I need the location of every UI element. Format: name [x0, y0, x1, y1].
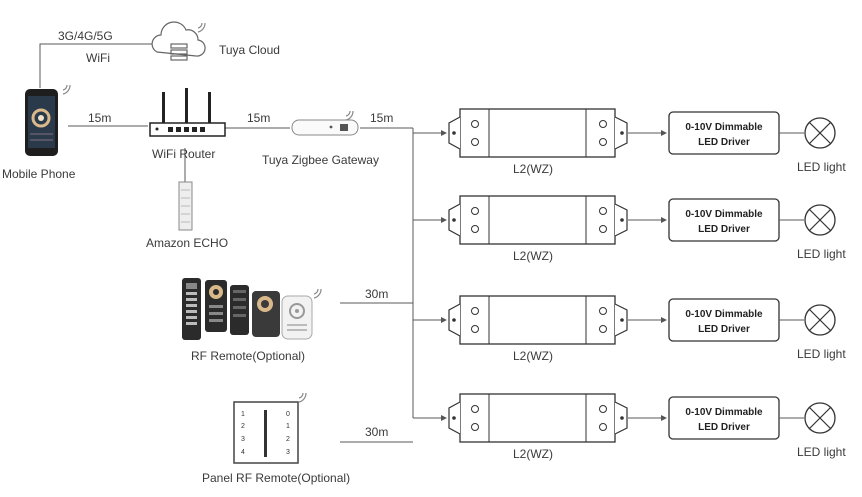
distance-panel-remote: 30m [365, 425, 388, 439]
panel-remote-label: Panel RF Remote(Optional) [202, 471, 350, 485]
router-label: WiFi Router [152, 147, 215, 161]
smartphone-icon [25, 84, 71, 156]
wifi-router: WiFi Router [149, 88, 226, 161]
echo-label: Amazon ECHO [146, 236, 228, 250]
controller-label: L2(WZ) [513, 447, 553, 461]
zigbee-gateway: Tuya Zigbee Gateway [262, 110, 379, 167]
cloud-icon [151, 21, 206, 61]
wall-panel-icon: 1 2 3 4 0 1 2 3 [233, 392, 307, 464]
gateway-icon [291, 110, 359, 136]
driver-label-line2: LED Driver [698, 324, 750, 335]
led-light-label: LED light [797, 160, 846, 174]
panel-key-r2: 1 [286, 423, 290, 430]
controller-icon [448, 295, 628, 345]
lamp-icon [804, 117, 836, 149]
driver-label-line2: LED Driver [698, 137, 750, 148]
led-light-label: LED light [797, 247, 846, 261]
controller-icon [448, 195, 628, 245]
driver-label-line1: 0-10V Dimmable [685, 122, 763, 133]
lamp-icon [804, 304, 836, 336]
driver-label-line2: LED Driver [698, 422, 750, 433]
controller-label: L2(WZ) [513, 249, 553, 263]
panel-key-l1: 1 [241, 411, 245, 418]
lamp-icon [804, 402, 836, 434]
controller-icon [448, 393, 628, 443]
cloud-label: Tuya Cloud [219, 43, 280, 57]
phone-label: Mobile Phone [2, 167, 76, 181]
panel-key-l2: 2 [241, 423, 245, 430]
controller-label: L2(WZ) [513, 349, 553, 363]
rf-remote-group: RF Remote(Optional) [182, 278, 322, 363]
rf-remote-label: RF Remote(Optional) [191, 349, 305, 363]
distance-router-gateway: 15m [247, 111, 270, 125]
network-label-bottom: WiFi [86, 51, 110, 65]
panel-key-l3: 3 [241, 436, 245, 443]
driver-label-line1: 0-10V Dimmable [685, 309, 763, 320]
distance-rf-remote: 30m [365, 287, 388, 301]
panel-key-r1: 0 [286, 411, 290, 418]
panel-key-r4: 3 [286, 449, 290, 456]
panel-key-l4: 4 [241, 449, 245, 456]
driver-label-line1: 0-10V Dimmable [685, 407, 763, 418]
remote-icon [182, 278, 322, 340]
led-light-label: LED light [797, 347, 846, 361]
amazon-echo: Amazon ECHO [146, 181, 228, 250]
gateway-label: Tuya Zigbee Gateway [262, 153, 379, 167]
driver-label-line2: LED Driver [698, 224, 750, 235]
panel-key-r3: 2 [286, 436, 290, 443]
driver-label-line1: 0-10V Dimmable [685, 209, 763, 220]
controller-label: L2(WZ) [513, 162, 553, 176]
mobile-phone: Mobile Phone [2, 84, 76, 181]
lamp-icon [804, 204, 836, 236]
led-light-label: LED light [797, 445, 846, 459]
distance-phone-router: 15m [88, 111, 111, 125]
panel-remote-group: 1 2 3 4 0 1 2 3 Panel RF Remote(Optional… [202, 392, 350, 485]
controller-icon [448, 108, 628, 158]
tuya-cloud: Tuya Cloud [151, 21, 280, 61]
connector-lines [39, 43, 447, 443]
router-icon [149, 88, 226, 137]
distance-gateway-bus: 15m [370, 111, 393, 125]
network-label-top: 3G/4G/5G [58, 29, 113, 43]
speaker-icon [178, 181, 193, 231]
